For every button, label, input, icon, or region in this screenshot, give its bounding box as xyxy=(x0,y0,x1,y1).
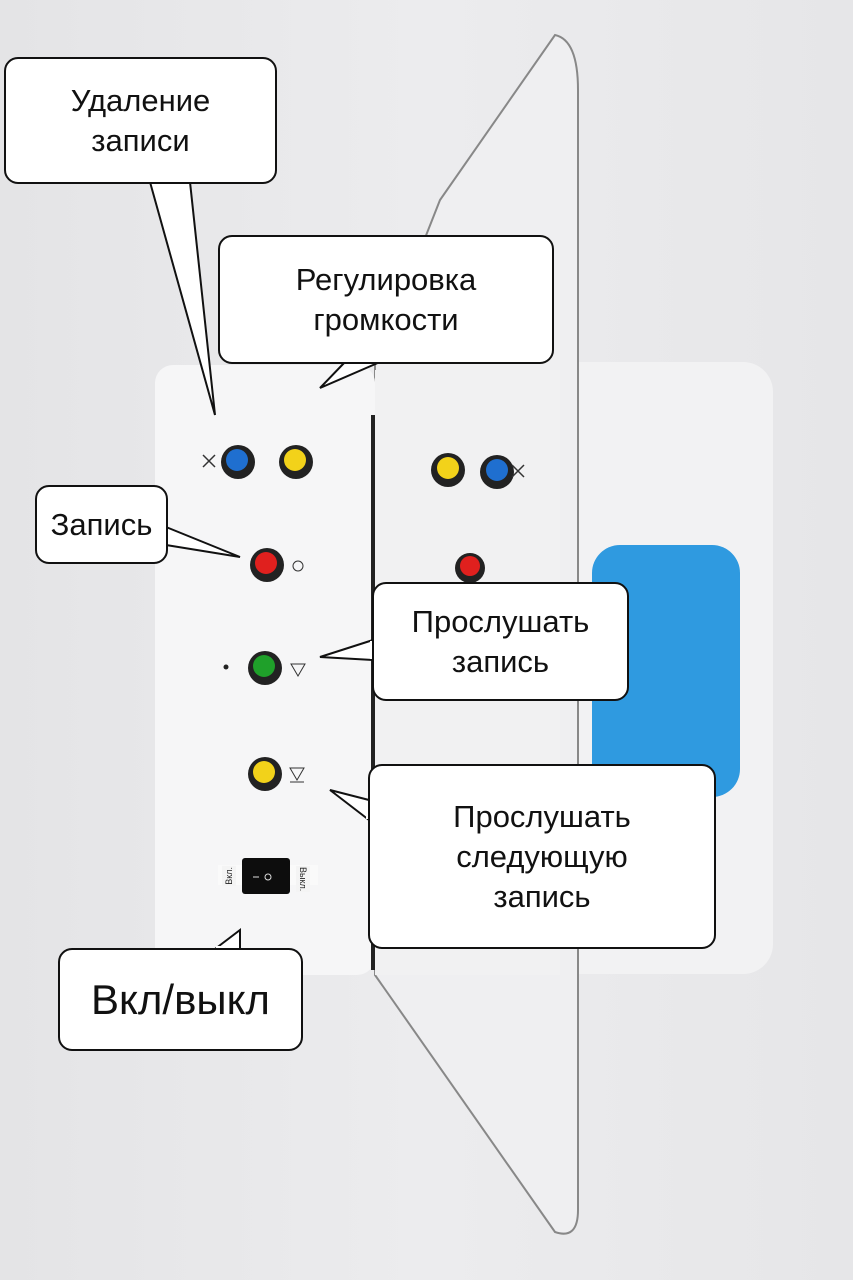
microphone-hole xyxy=(223,664,229,670)
left-buttons xyxy=(202,445,313,791)
blue-sponge xyxy=(592,545,740,797)
callout-delete-record: Удаление записи xyxy=(4,57,277,184)
callout-tails xyxy=(149,181,381,950)
delete-button-blue xyxy=(226,449,248,471)
callout-power: Вкл/выкл xyxy=(58,948,303,1051)
play-next-icon xyxy=(289,767,305,783)
record-icon xyxy=(292,560,304,572)
callout-record: Запись xyxy=(35,485,168,564)
callout-play-record: Прослушать запись xyxy=(372,582,629,701)
callout-play-next: Прослушать следующую запись xyxy=(368,764,716,949)
volume-button-yellow xyxy=(284,449,306,471)
right-buttons xyxy=(431,453,525,583)
play-icon xyxy=(290,663,306,677)
power-switch xyxy=(242,858,290,894)
switch-on-label: Вкл. xyxy=(222,866,236,886)
record-button-red xyxy=(255,552,277,574)
delete-icon xyxy=(202,454,216,468)
play-button-green xyxy=(253,655,275,677)
callout-volume: Регулировка громкости xyxy=(218,235,554,364)
switch-off-label: Выкл. xyxy=(296,866,310,893)
next-button-yellow xyxy=(253,761,275,783)
